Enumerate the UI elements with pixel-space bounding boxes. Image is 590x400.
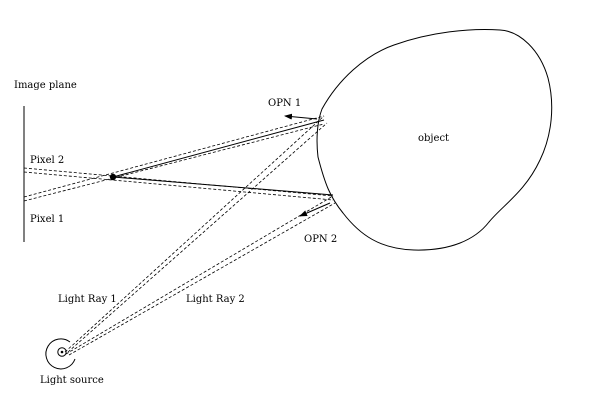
light-source-inner-ring [57, 347, 67, 357]
opn-2-label: OPN 2 [304, 234, 337, 245]
opn-1-arrow [284, 113, 318, 120]
light-ray-1-a [64, 115, 325, 353]
light-source-core [60, 350, 64, 354]
object-outline [316, 29, 553, 251]
pixel-2-ray-b [23, 171, 334, 201]
light-ray-1-b [67, 122, 328, 353]
pixel-1-ray-a [23, 115, 325, 198]
focal-point [109, 173, 117, 181]
pixel-2-solid-ray [112, 176, 334, 196]
object-label: object [418, 133, 449, 144]
opn-1-label: OPN 1 [268, 98, 301, 109]
light-source-outer-arc [45, 338, 76, 370]
pixel-1-ray-b [23, 123, 325, 202]
pixel-2-label: Pixel 2 [30, 155, 64, 166]
light-source-icon [45, 338, 76, 370]
image-plane-label: Image plane [14, 80, 77, 91]
light-ray-2-label: Light Ray 2 [186, 294, 245, 305]
light-source-label: Light source [40, 375, 104, 386]
pixel-1-label: Pixel 1 [30, 214, 64, 225]
opn-2-arrow [299, 202, 331, 217]
light-ray-2-a [65, 195, 334, 355]
pixel-1-solid-ray [112, 119, 325, 178]
light-ray-1-label: Light Ray 1 [58, 294, 117, 305]
light-ray-2-b [68, 202, 336, 356]
